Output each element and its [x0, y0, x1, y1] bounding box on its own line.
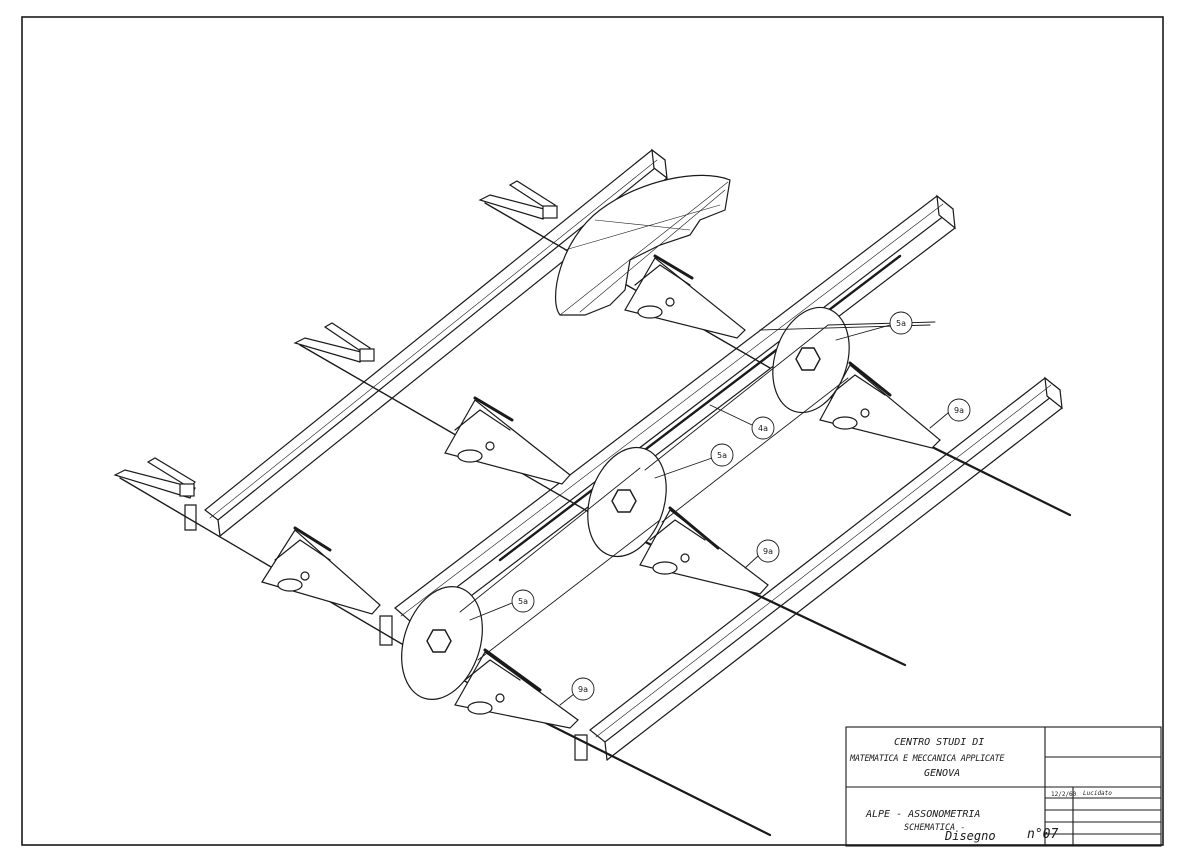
drawing-status: Lucidato — [1083, 790, 1112, 797]
linkage-assemblies — [261, 254, 941, 729]
label-5a-bottom: 5a — [518, 597, 528, 606]
label-9a-right: 9a — [954, 406, 964, 415]
callouts: 5a 4a 5a 5a 9a 9a 9a — [469, 311, 971, 706]
drawing-number: n°07 — [1027, 827, 1059, 842]
label-4a: 4a — [758, 424, 768, 433]
linkage — [624, 254, 746, 339]
pulley-wheel-bottom — [401, 586, 483, 700]
linkage — [819, 361, 941, 449]
drawing-title-line-1: ALPE - ASSONOMETRIA — [866, 809, 981, 820]
org-name-line-2: MATEMATICA E MECCANICA APPLICATE — [850, 754, 1005, 764]
beam-right — [589, 376, 1063, 761]
pulley-wheel-middle — [587, 446, 667, 558]
beam-left — [204, 148, 668, 537]
label-circle — [947, 398, 971, 422]
title-block: CENTRO STUDI DI MATEMATICA E MECCANICA A… — [846, 727, 1161, 846]
label-circle — [751, 416, 775, 440]
label-circle — [710, 443, 734, 467]
support-blocks — [184, 504, 588, 761]
label-9a-bottom: 9a — [578, 685, 588, 694]
pulley-wheel-top-right — [772, 306, 850, 414]
linkage — [444, 396, 571, 485]
label-9a-middle: 9a — [763, 547, 773, 556]
label-circle — [756, 539, 780, 563]
label-circle — [889, 311, 913, 335]
linkage — [639, 506, 769, 595]
linkage — [454, 648, 579, 729]
drawing-date: 12/2/60 — [1051, 791, 1077, 798]
label-circle — [511, 589, 535, 613]
sheet-border — [21, 16, 1164, 846]
drawing-title-line-2: SCHEMATICA - — [904, 823, 966, 833]
linkage — [261, 526, 381, 615]
label-5a-top: 5a — [896, 319, 906, 328]
drawing-label: Disegno — [945, 829, 996, 843]
pulley-wheel-top-left — [554, 174, 731, 316]
shaft-clamps — [113, 180, 558, 499]
label-circle — [571, 677, 595, 701]
label-5a-middle: 5a — [717, 451, 727, 460]
org-city: GENOVA — [924, 768, 961, 779]
org-name-line-1: CENTRO STUDI DI — [894, 737, 985, 748]
title-block-grid — [845, 726, 1162, 847]
